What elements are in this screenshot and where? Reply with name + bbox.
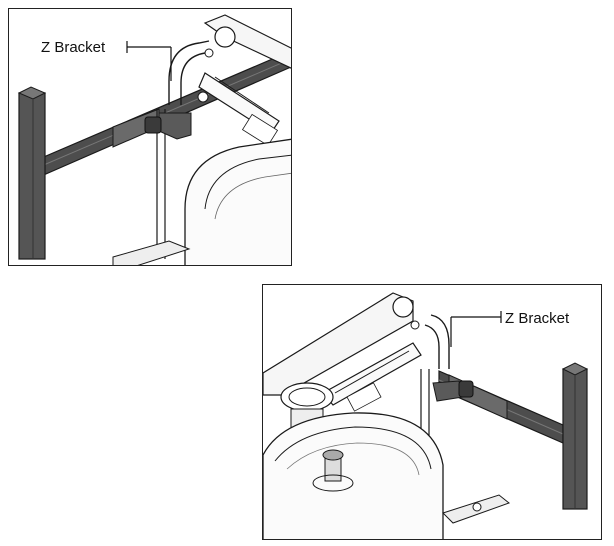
handle-pivot — [197, 91, 209, 103]
diagram-panel-bottom: Z Bracket — [262, 284, 602, 540]
vessel-body — [263, 412, 444, 539]
z-bracket-label-bottom: Z Bracket — [505, 310, 570, 327]
pulley-wheel — [392, 296, 414, 318]
pivot-bolt — [204, 48, 214, 58]
base-bracket — [112, 240, 191, 265]
valve-cap — [322, 449, 344, 461]
vessel-rim-inner — [286, 442, 420, 476]
vessel-rim — [274, 426, 432, 470]
handle-grip-line — [334, 350, 410, 394]
post-cap — [561, 362, 589, 376]
z-bracket-label-top: Z Bracket — [41, 39, 106, 56]
z-bracket-curve — [168, 40, 210, 105]
warning-label — [241, 113, 279, 147]
diagram-panel-top: Z Bracket — [8, 8, 292, 266]
upper-arm — [263, 292, 414, 396]
z-bracket-inner — [424, 324, 440, 369]
z-bracket-foot — [158, 112, 192, 140]
z-bracket-curve — [430, 314, 450, 369]
vertical-post — [18, 92, 46, 260]
pivot-bolt — [410, 320, 420, 330]
top-illustration — [17, 14, 291, 265]
warning-label — [346, 382, 382, 412]
base-bolt — [472, 502, 482, 512]
vessel-body — [184, 138, 291, 265]
vessel-rim-inner — [214, 172, 291, 220]
post-cap — [17, 86, 47, 100]
gauge-ring-inner — [288, 387, 326, 407]
handle-grip-line — [214, 76, 270, 114]
adjust-knob — [144, 116, 162, 134]
valve-base-ring — [312, 474, 354, 492]
bottom-illustration — [263, 292, 589, 539]
vessel-rim — [204, 154, 291, 210]
adjust-knob — [458, 380, 474, 398]
pulley-wheel — [214, 26, 236, 48]
